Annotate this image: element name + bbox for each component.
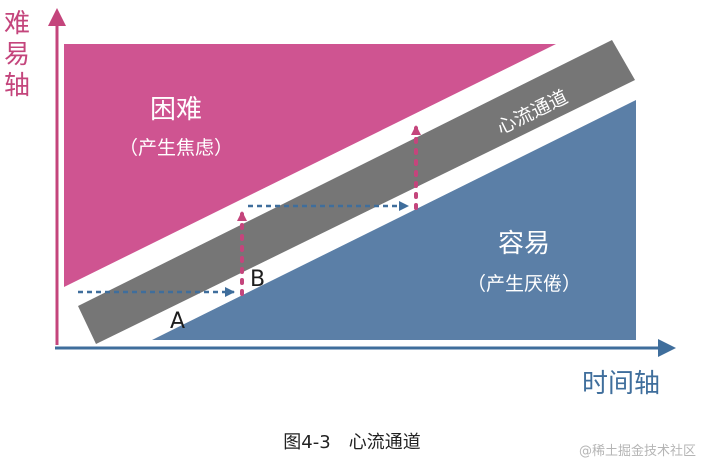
- y-axis-label: 难 易 轴: [4, 9, 30, 101]
- figure-caption: 图4-3 心流通道: [283, 432, 421, 453]
- svg-text:易: 易: [4, 40, 30, 70]
- hard-zone-subtitle: （产生焦虑）: [119, 137, 233, 159]
- easy-zone-title: 容易: [498, 229, 550, 259]
- watermark: @稀土掘金技术社区: [578, 444, 696, 459]
- easy-zone: [152, 100, 636, 340]
- point-b-label: B: [250, 267, 265, 292]
- point-a-label: A: [170, 309, 185, 334]
- x-axis-label: 时间轴: [582, 369, 660, 399]
- flow-channel-band: [78, 40, 635, 344]
- svg-text:难: 难: [4, 9, 30, 39]
- easy-zone-subtitle: （产生厌倦）: [467, 273, 581, 295]
- hard-zone: [64, 44, 556, 287]
- hard-zone-title: 困难: [150, 95, 202, 125]
- svg-text:轴: 轴: [4, 71, 30, 101]
- x-axis-arrowhead: [658, 339, 676, 357]
- y-axis-arrowhead: [48, 8, 66, 26]
